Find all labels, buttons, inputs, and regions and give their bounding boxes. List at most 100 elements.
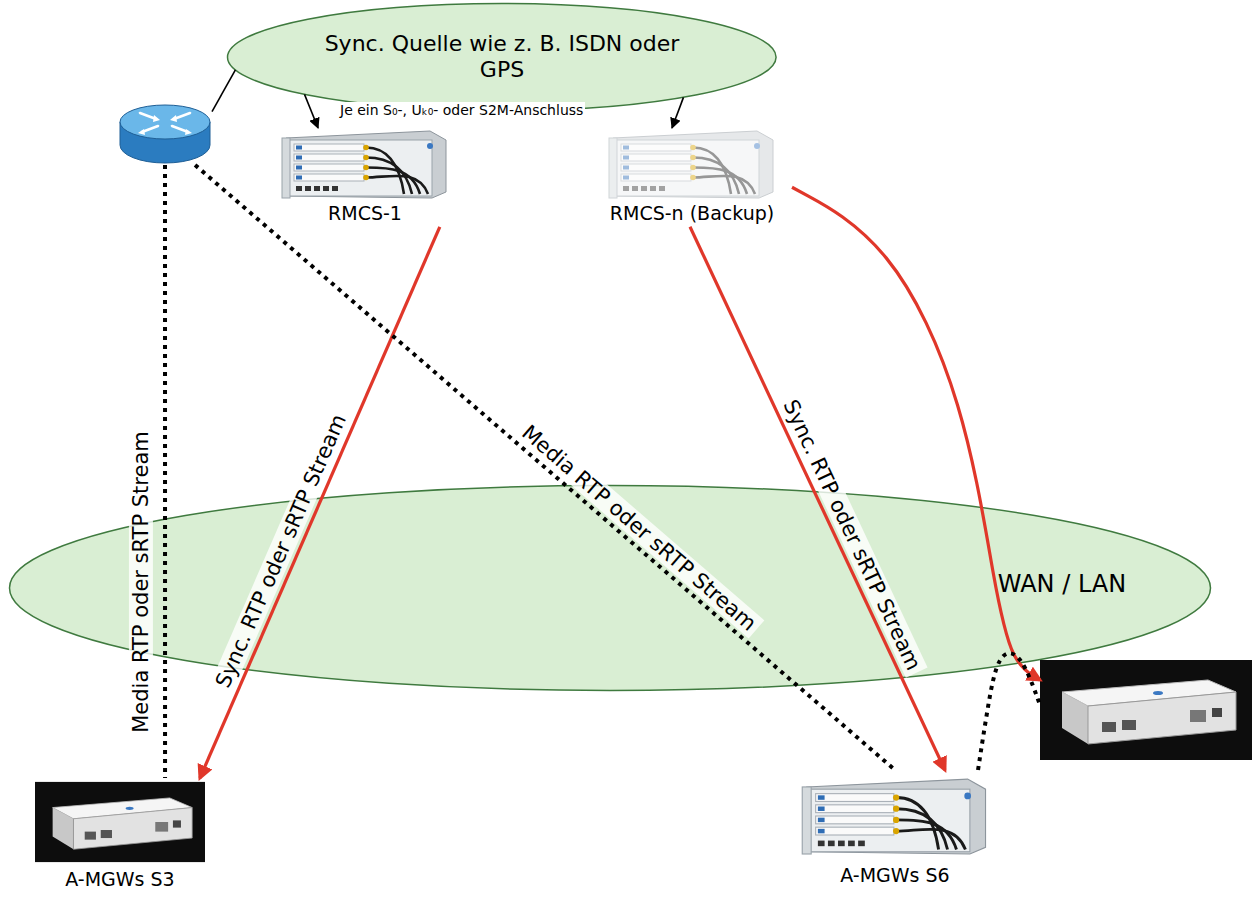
stream-label: Media RTP oder sRTP Stream (129, 427, 153, 737)
router-arrow-head (185, 129, 192, 135)
router-top (120, 105, 210, 139)
rack-card (816, 816, 894, 824)
router-arrow-heads (138, 115, 192, 135)
rack-cable (896, 820, 956, 850)
media-stream-line (978, 653, 1040, 770)
ellipse-outline (228, 3, 777, 110)
card-handle (818, 795, 825, 799)
media-gateway-box: A-MGWs S3 (35, 778, 205, 893)
media-gateway-rack-drawing (800, 770, 990, 862)
cable-connector (363, 145, 369, 151)
box-front (73, 808, 192, 850)
cable-connector (893, 828, 899, 834)
router-arrow (172, 126, 188, 132)
rack-port (650, 186, 656, 191)
card-handle (818, 818, 825, 822)
rack-ear (802, 787, 811, 854)
card-handle (623, 146, 629, 150)
rmcs-backup-server: RMCS-n (Backup) (592, 128, 792, 227)
device-label: A-MGWs S3 (65, 868, 174, 891)
box-side (53, 808, 74, 850)
rack-logo (964, 793, 971, 800)
rack-drawing (609, 131, 773, 198)
card-handle (296, 156, 302, 160)
sync-source-ellipse: Sync. Quelle wie z. B. ISDN oder GPS (226, 2, 778, 112)
rack-ear (609, 138, 617, 198)
card-handle (296, 146, 302, 150)
box-port (1102, 722, 1116, 732)
card-handle (623, 176, 629, 180)
rack-card (294, 144, 364, 151)
box-port (155, 822, 168, 832)
rack-card (621, 144, 691, 151)
rack-chassis (286, 131, 446, 198)
rack-port (632, 186, 638, 191)
device-label: RMCS-1 (328, 202, 402, 225)
card-handle (296, 166, 302, 170)
box-logo (126, 807, 134, 810)
rack-port (296, 186, 302, 191)
card-handle (818, 829, 825, 833)
rack-drawing (282, 131, 446, 198)
box-port (1212, 708, 1222, 717)
photo-background (1040, 660, 1252, 760)
rack-logo (754, 143, 760, 149)
router-icon-drawing (118, 100, 212, 165)
card-handle (623, 166, 629, 170)
rack-card (816, 827, 894, 835)
cable-connector (690, 165, 696, 171)
ellipse-label: WAN / LAN (998, 570, 1126, 599)
rack-card (621, 174, 691, 181)
rack-front-panel (807, 789, 970, 852)
box-port (101, 830, 112, 838)
rack-card (816, 805, 894, 813)
sync-feed-line (672, 97, 683, 128)
box-port (85, 832, 96, 840)
rack-cable (366, 168, 420, 195)
cable-connector (363, 155, 369, 161)
rmcs-server-drawing (280, 128, 450, 200)
media-gateway-box-drawing (35, 778, 205, 866)
card-handle (818, 807, 825, 811)
router-arrow-head (170, 115, 177, 122)
cable-connector (893, 817, 899, 823)
rack-card (294, 164, 364, 171)
rack-chassis (613, 131, 773, 198)
rack-port (818, 841, 825, 847)
rack-port (848, 841, 855, 847)
rack-card (294, 174, 364, 181)
cable-connector (363, 165, 369, 171)
router-arrows (140, 113, 190, 132)
rack-chassis (807, 779, 986, 854)
photo-background (35, 782, 205, 862)
card-handle (623, 156, 629, 160)
rack-port (858, 841, 865, 847)
device-label: RMCS-n (Backup) (610, 202, 774, 225)
rack-port (332, 186, 338, 191)
rack-port (828, 841, 835, 847)
rack-port (305, 186, 311, 191)
box-port (173, 820, 181, 827)
sync-feed-line (305, 94, 319, 128)
cable-connector (893, 794, 899, 800)
rack-port (641, 186, 647, 191)
box-front (1088, 692, 1236, 744)
cable-connector (363, 175, 369, 181)
connection-note: Je ein S₀-, Uₖ₀- oder S2M-Anschluss (338, 102, 585, 119)
media-gateway-rack: A-MGWs S6 (800, 770, 990, 889)
media-gateway-box (1040, 660, 1252, 760)
rack-cable (693, 168, 747, 195)
rack-logo (427, 143, 433, 149)
cable-connector (893, 806, 899, 812)
box-logo (1153, 691, 1163, 695)
rack-port (838, 841, 845, 847)
rack-cable (693, 176, 755, 194)
sync-feed-line (212, 70, 235, 112)
rack-card (621, 154, 691, 161)
cable-connector (690, 175, 696, 181)
rmcs-backup-server-drawing (592, 128, 792, 200)
box-port (1122, 720, 1136, 730)
